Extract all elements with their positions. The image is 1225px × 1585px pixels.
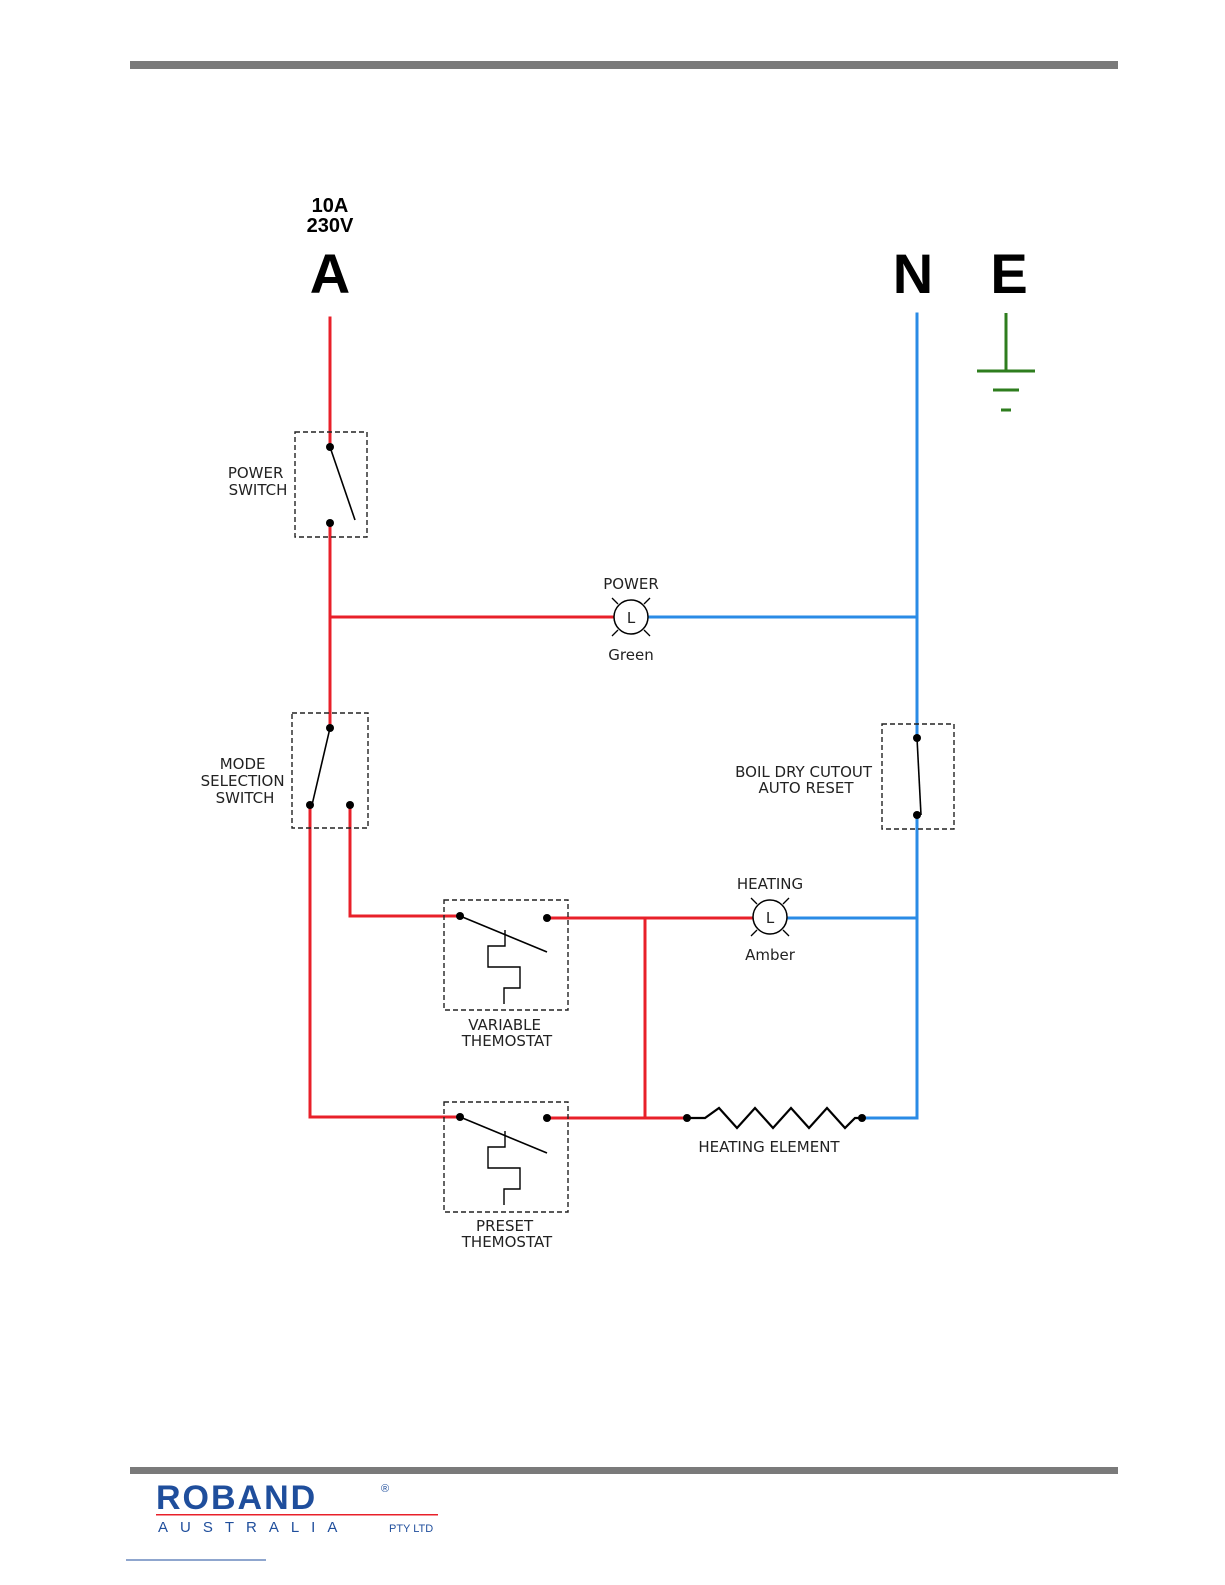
variable-thermostat-label: VARIABLE THEMOSTAT bbox=[461, 1016, 553, 1050]
brand-subtitle: AUSTRALIA bbox=[158, 1519, 349, 1536]
brand-name: ROBAND bbox=[156, 1479, 317, 1517]
earth-terminal-label: E bbox=[990, 242, 1027, 305]
footer-rule bbox=[130, 1467, 1118, 1474]
supply-current-rating: 10A bbox=[312, 195, 349, 217]
power-switch bbox=[295, 432, 367, 537]
active-wiring bbox=[310, 318, 752, 1118]
neutral-wiring bbox=[650, 314, 917, 1118]
variable-thermostat bbox=[444, 900, 568, 1010]
power-lamp-symbol: L bbox=[627, 609, 636, 627]
heating-element-label: HEATING ELEMENT bbox=[698, 1138, 840, 1156]
power-switch-label: POWER SWITCH bbox=[228, 464, 288, 499]
boil-dry-cutout bbox=[882, 724, 954, 829]
boil-dry-cutout-label: BOIL DRY CUTOUT AUTO RESET bbox=[735, 763, 877, 797]
mode-selection-switch-label: MODE SELECTION SWITCH bbox=[201, 755, 290, 807]
roband-logo: ROBAND ® AUSTRALIA PTY LTD bbox=[156, 1479, 438, 1536]
neutral-return-wire bbox=[862, 815, 917, 1118]
heating-lamp-title: HEATING bbox=[737, 875, 803, 893]
neutral-terminal-label: N bbox=[893, 242, 933, 305]
brand-registered-mark: ® bbox=[381, 1483, 389, 1495]
preset-thermostat-label: PRESET THEMOSTAT bbox=[461, 1217, 553, 1251]
supply-voltage-rating: 230V bbox=[307, 215, 354, 237]
power-lamp-title: POWER bbox=[603, 575, 659, 593]
heating-element bbox=[683, 1108, 866, 1128]
preset-thermostat-feed-wire bbox=[310, 805, 460, 1117]
header-rule bbox=[130, 61, 1118, 69]
heating-lamp-colour: Amber bbox=[745, 946, 796, 964]
brand-pty-ltd: PTY LTD bbox=[389, 1523, 433, 1535]
earth-symbol bbox=[977, 313, 1035, 410]
mode-selection-switch bbox=[292, 713, 368, 828]
heating-lamp-symbol: L bbox=[766, 909, 775, 927]
active-terminal-label: A bbox=[310, 242, 350, 305]
power-lamp-colour: Green bbox=[608, 646, 653, 664]
preset-thermostat bbox=[444, 1102, 568, 1212]
